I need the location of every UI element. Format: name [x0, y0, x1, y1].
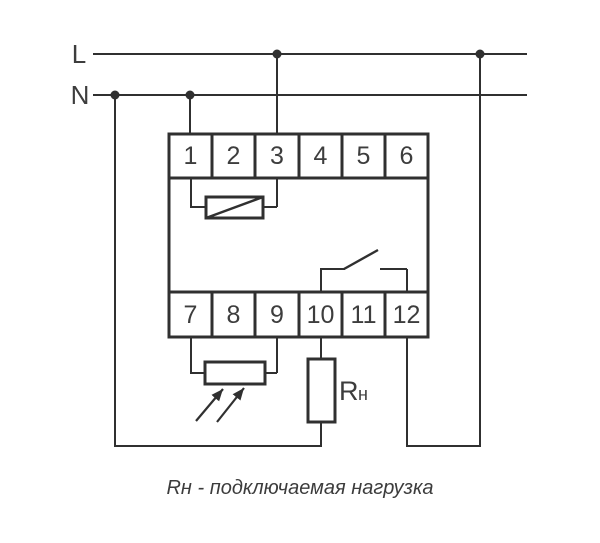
supply-element-wires	[190, 178, 278, 208]
junction-dot-phase-right	[475, 49, 485, 59]
terminal-cell-6	[383, 132, 430, 180]
terminal-cell-2	[210, 132, 257, 180]
photo-sensor-wires	[190, 337, 278, 374]
terminal-cell-5	[340, 132, 387, 180]
caption: Rн - подключаемая нагрузка	[166, 477, 433, 499]
top-terminal-strip	[167, 132, 430, 180]
terminal-label-2: 2	[227, 142, 241, 170]
junction-dot-phase-terminal-3	[272, 49, 282, 59]
load-label-sub: н	[358, 384, 368, 404]
supply-element-diagonal	[205, 195, 264, 220]
terminal-label-10: 10	[307, 301, 335, 329]
load-label-main: R	[339, 376, 359, 406]
terminal-label-11: 11	[351, 301, 377, 329]
bottom-terminal-strip	[167, 290, 430, 339]
terminal-label-9: 9	[270, 301, 284, 329]
light-arrow-1	[195, 388, 224, 422]
terminal-label-4: 4	[314, 142, 328, 170]
terminal-label-8: 8	[227, 301, 241, 329]
terminal-label-7: 7	[184, 301, 198, 329]
relay-contact-wires	[320, 268, 408, 292]
terminal-label-1: 1	[184, 142, 198, 170]
light-arrow-2	[216, 387, 245, 423]
terminal-label-3: 3	[270, 142, 284, 170]
phase-label: L	[72, 39, 86, 69]
junction-dot-neutral-terminal-1	[185, 90, 195, 100]
terminal-label-5: 5	[357, 142, 371, 170]
relay-contact-blade	[343, 248, 379, 271]
neutral-label: N	[71, 80, 90, 110]
phase-loop-to-terminal-12	[406, 54, 481, 447]
photo-sensor-box	[203, 360, 267, 386]
terminal-label-6: 6	[400, 142, 414, 170]
terminal-label-12: 12	[393, 301, 421, 329]
load-resistor-box	[306, 357, 337, 424]
terminal-cell-8	[210, 290, 257, 339]
device-body	[167, 176, 430, 294]
junction-dot-neutral-left	[110, 90, 120, 100]
